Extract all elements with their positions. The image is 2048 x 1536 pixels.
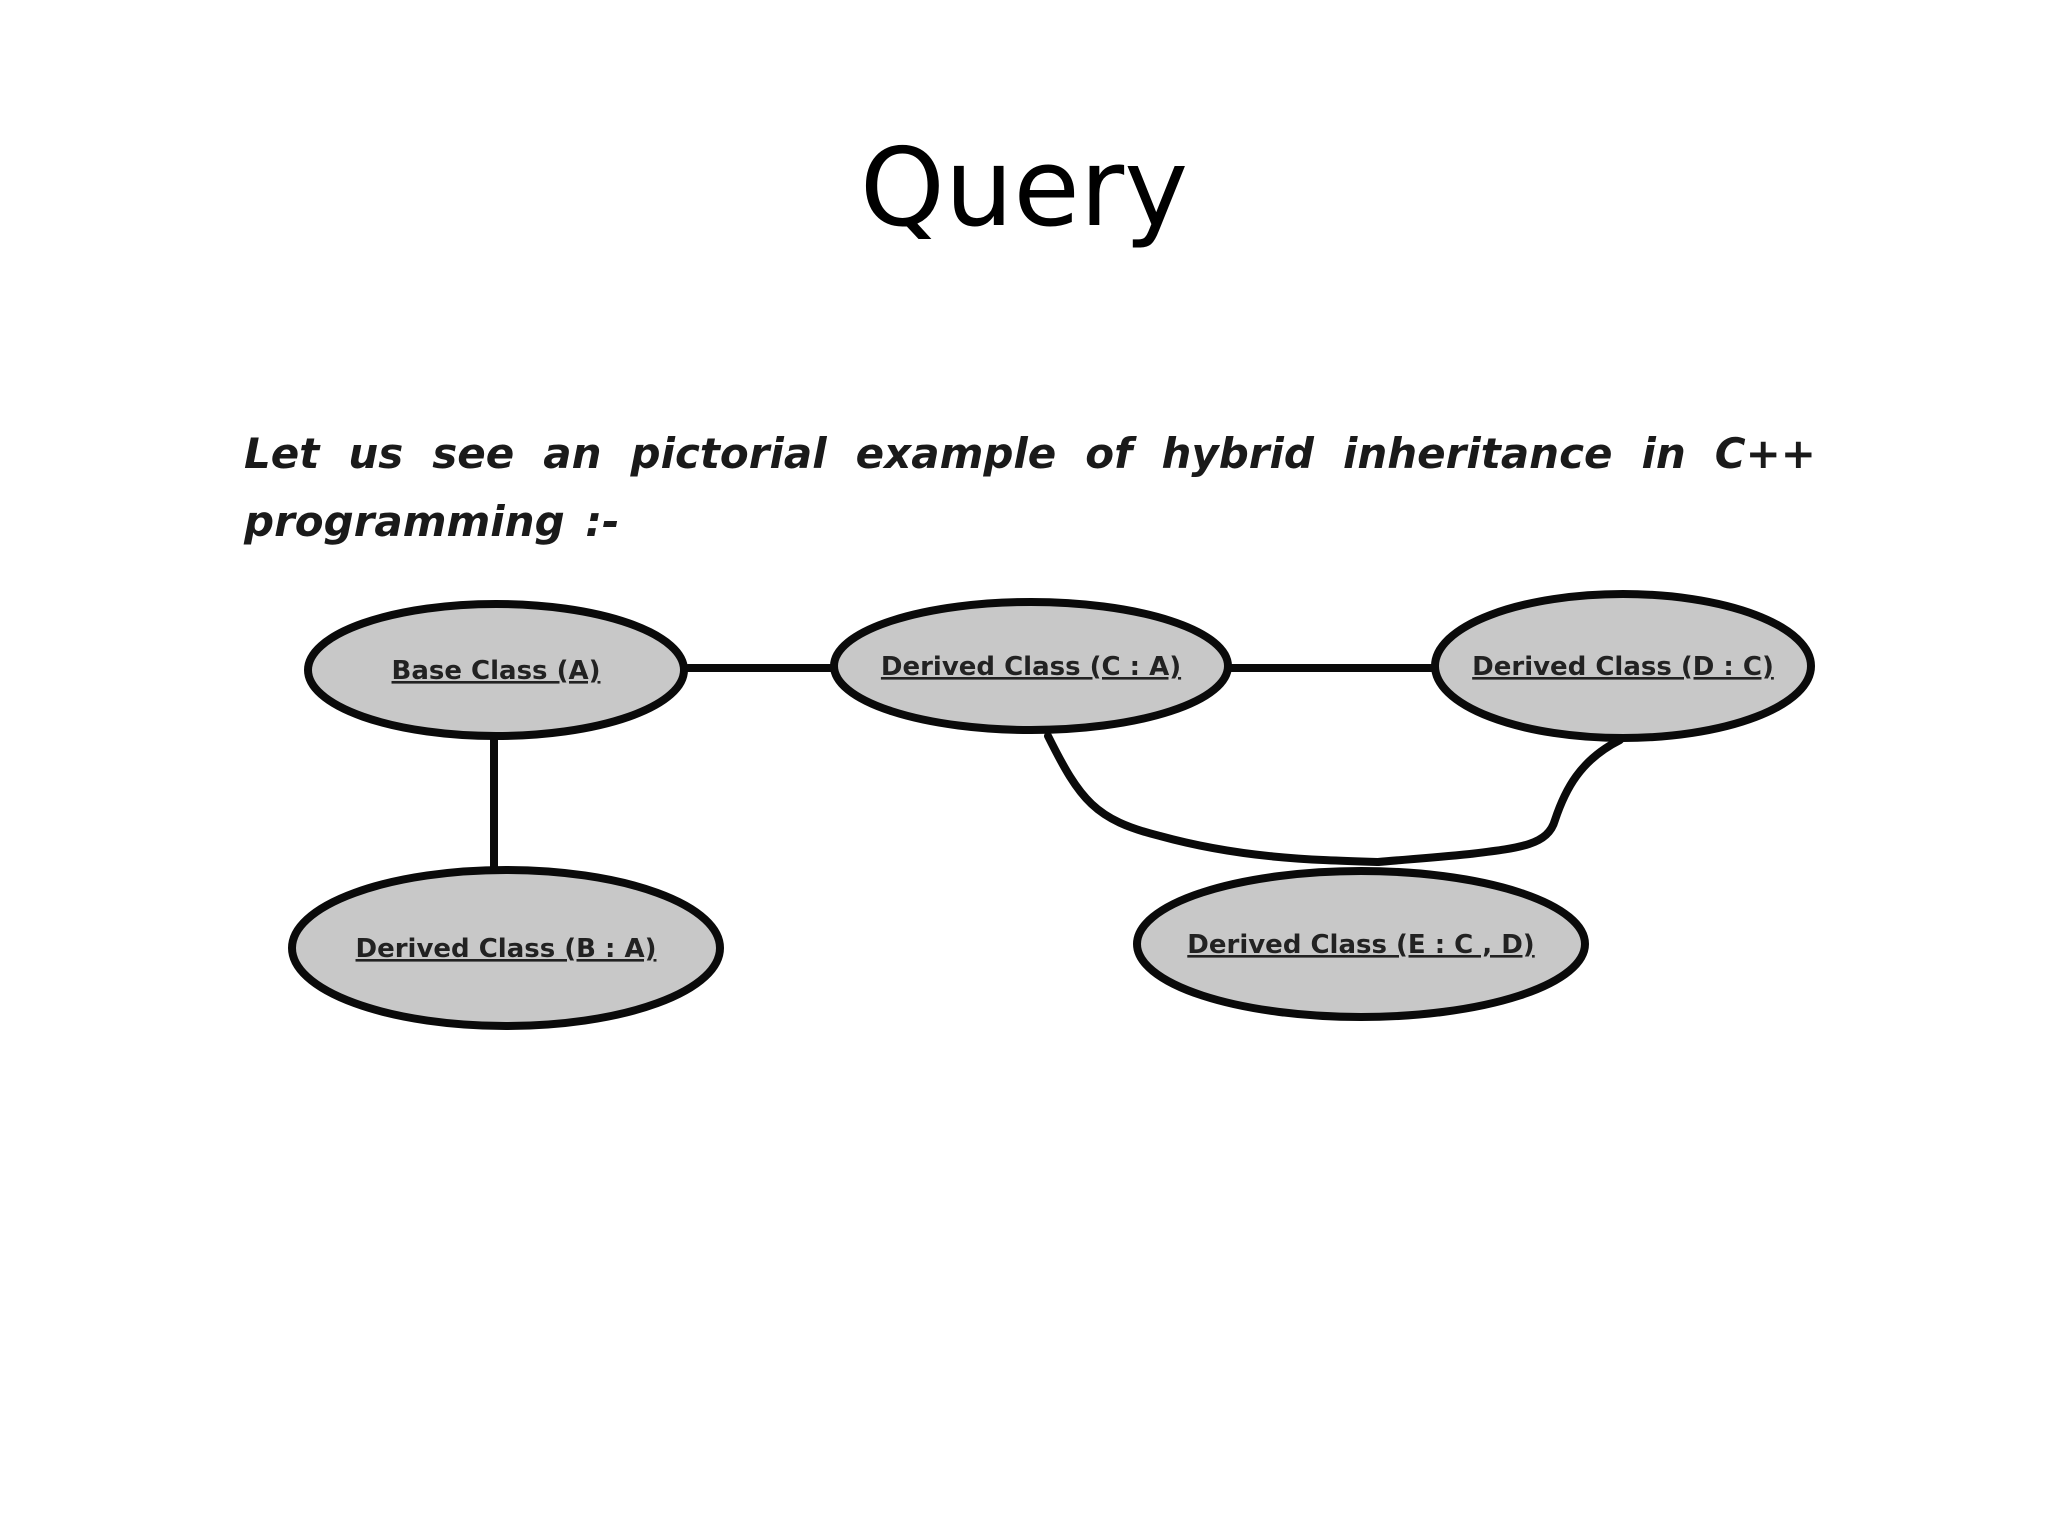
inheritance-figure: Let us see an pictorial example of hybri… bbox=[230, 400, 1830, 1060]
label-derived-class-b: Derived Class (B : A) bbox=[356, 934, 657, 964]
node-derived-class-b bbox=[288, 866, 724, 1030]
slide-title: Query bbox=[859, 126, 1189, 251]
edge-c-e bbox=[1044, 732, 1382, 866]
node-derived-class-e bbox=[1133, 867, 1589, 1021]
edge-d-e bbox=[1374, 736, 1624, 866]
node-base-class-a bbox=[304, 600, 688, 740]
inheritance-diagram: Base Class (A) Derived Class (C : A) Der… bbox=[288, 590, 1815, 1030]
node-derived-class-c bbox=[830, 598, 1232, 734]
node-derived-class-d bbox=[1431, 590, 1815, 742]
label-derived-class-d: Derived Class (D : C) bbox=[1472, 652, 1774, 682]
label-derived-class-e: Derived Class (E : C , D) bbox=[1187, 930, 1534, 960]
label-base-class-a: Base Class (A) bbox=[392, 656, 601, 686]
label-derived-class-c: Derived Class (C : A) bbox=[881, 652, 1181, 682]
intro-text: Let us see an pictorial example of hybri… bbox=[244, 429, 1816, 546]
